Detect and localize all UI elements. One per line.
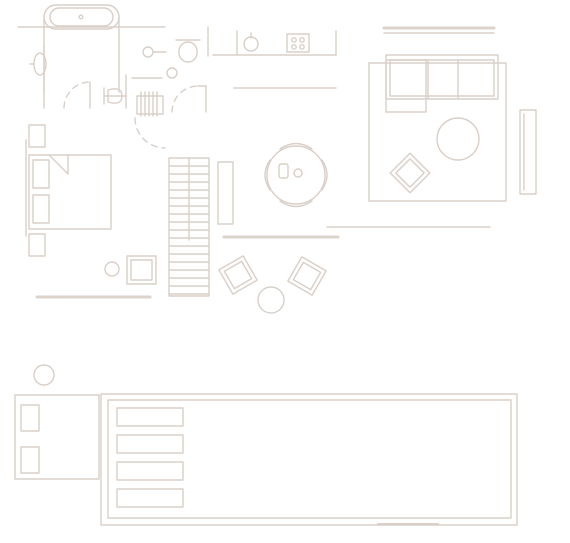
bathtub	[44, 5, 119, 92]
wc-area	[135, 27, 208, 148]
dining-area	[218, 144, 338, 238]
pool-inner	[108, 400, 511, 518]
nightstand-bottom	[29, 234, 45, 256]
wc-toilet	[176, 27, 208, 62]
nightstand-top	[29, 125, 45, 147]
bathroom-sink	[30, 45, 46, 108]
terrace	[15, 365, 517, 525]
lounge-chair-right	[288, 257, 326, 295]
wc-door-swing	[172, 86, 198, 112]
sun-lounger	[117, 408, 183, 426]
lounge-chair-left	[219, 256, 257, 294]
dining-chairs	[265, 144, 327, 207]
pool	[101, 394, 517, 525]
sideboard	[520, 110, 536, 194]
toilet	[104, 75, 162, 108]
living-rug	[369, 63, 506, 201]
kitchen-sink	[244, 33, 258, 51]
sun-lounger	[117, 435, 183, 453]
cooktop	[287, 34, 309, 52]
terrace-planter	[34, 365, 54, 385]
dining-table	[267, 146, 325, 204]
lounge-chairs	[219, 256, 326, 313]
bathroom-door-swing	[64, 82, 90, 108]
hall-door-swing	[135, 118, 165, 148]
kitchen	[213, 31, 336, 88]
bathroom	[18, 5, 165, 108]
coffee-table	[437, 118, 479, 160]
sun-lounger	[117, 489, 183, 507]
sofa	[386, 55, 498, 112]
side-table	[258, 287, 284, 313]
staircase	[169, 158, 209, 296]
bed	[26, 140, 111, 236]
radiator	[137, 92, 163, 116]
dining-vase	[279, 164, 288, 178]
armchair	[390, 153, 430, 193]
sun-lounger	[117, 462, 183, 480]
dining-console	[218, 162, 233, 224]
bedroom	[26, 125, 156, 297]
hall-fixture	[167, 68, 177, 78]
bedroom-lamp	[105, 262, 119, 276]
wc-basin	[143, 47, 153, 57]
sun-loungers	[117, 408, 183, 507]
living-room	[327, 28, 536, 227]
bedroom-chair	[127, 256, 156, 284]
outdoor-shower	[15, 395, 99, 479]
pool-outer	[101, 394, 517, 525]
